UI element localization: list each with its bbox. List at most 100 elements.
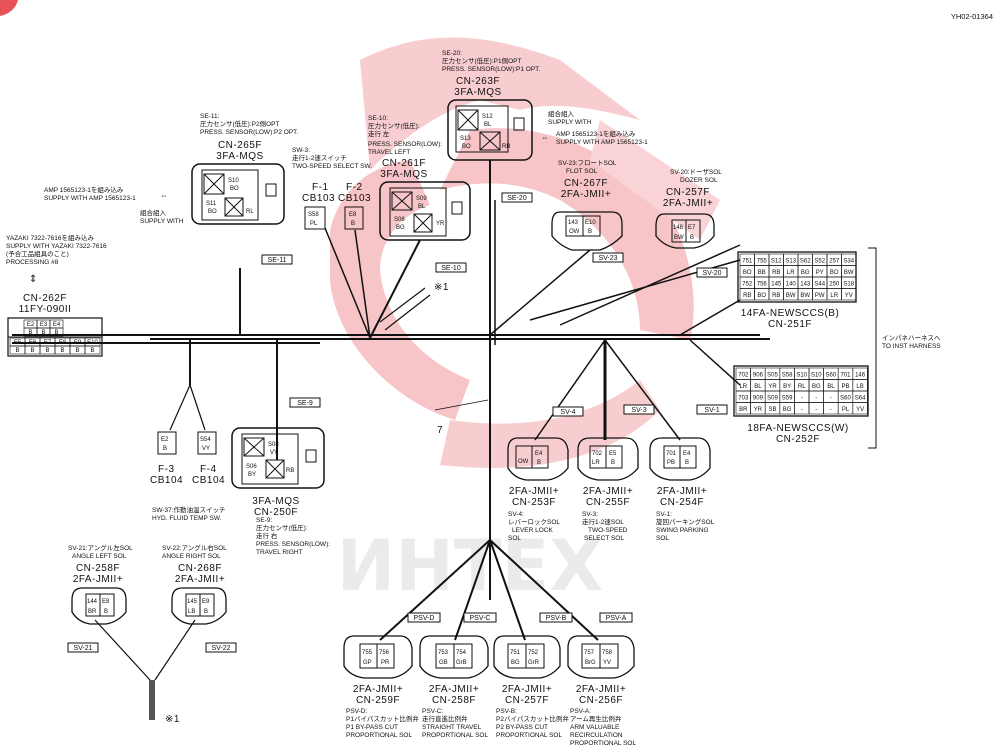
- pin-label: S13: [785, 259, 796, 265]
- svg-text:SWING PARKING: SWING PARKING: [656, 527, 709, 534]
- svg-text:PROPORTIONAL SOL: PROPORTIONAL SOL: [496, 732, 562, 739]
- watermark-text: ИНТЕХ: [337, 525, 604, 607]
- pin-label: E4: [53, 322, 61, 328]
- pin-label: SB: [768, 407, 776, 413]
- pin-label: 145: [771, 282, 782, 288]
- svg-text:YV: YV: [603, 660, 611, 666]
- pin-label: PB: [841, 384, 849, 390]
- svg-text:E5: E5: [609, 451, 617, 457]
- svg-text:組合組入: 組合組入: [140, 208, 167, 217]
- connector-cn258f: 144 E8 BR B: [71, 587, 127, 625]
- pin-label: 250: [829, 282, 840, 288]
- svg-text:SV-23: SV-23: [598, 255, 617, 262]
- svg-text:2FA-JMII+: 2FA-JMII+: [175, 574, 225, 585]
- arrow-yazaki: ⇕: [29, 274, 38, 285]
- svg-text:SUPPLY WITH: SUPPLY WITH: [140, 218, 184, 225]
- svg-text:757: 757: [584, 650, 595, 656]
- connector-cn257f-top: 148 E7 BW B: [655, 213, 715, 249]
- svg-text:SE-9: SE-9: [297, 400, 313, 407]
- pin-label: PL: [842, 407, 850, 413]
- svg-text:SE-10:: SE-10:: [368, 115, 388, 122]
- svg-text:TO INST HARNESS: TO INST HARNESS: [882, 343, 941, 350]
- pin-cell: [852, 402, 868, 415]
- svg-text:2FA-JMII+: 2FA-JMII+: [657, 486, 707, 497]
- svg-text:S11: S11: [206, 201, 217, 207]
- connector-cn265f: S10 BO S11 BO RL: [191, 163, 285, 225]
- pin-label: E9: [74, 340, 82, 346]
- svg-text:旋回パーキングSOL: 旋回パーキングSOL: [656, 517, 715, 526]
- pin-label: 909: [753, 396, 764, 402]
- svg-text:走行 右: 走行 右: [256, 531, 278, 540]
- svg-text:CB104: CB104: [150, 475, 183, 486]
- svg-text:PR: PR: [381, 660, 390, 666]
- svg-text:GrB: GrB: [456, 660, 467, 666]
- svg-text:SOL: SOL: [656, 535, 669, 542]
- tag-psva: PSV-A: [599, 612, 633, 623]
- intech-watermark: ИНТЕХ: [330, 37, 720, 607]
- pin-label: S59: [782, 396, 793, 402]
- label-se10: SE-10: 圧力センサ(低圧): 走行 左 PRESS. SENSOR(LOW…: [368, 115, 442, 156]
- svg-text:11FY-090II: 11FY-090II: [19, 304, 72, 315]
- label-psvb: PSV-B: P2バイパスカット比例弁 P2 BY-PASS CUT PROPO…: [496, 708, 569, 739]
- pin-label: 752: [742, 282, 753, 288]
- svg-text:E10: E10: [585, 220, 596, 226]
- svg-text:756: 756: [379, 650, 390, 656]
- pin-label: BL: [754, 384, 762, 390]
- pin-label: B: [41, 330, 45, 336]
- svg-text:3FA-MQS: 3FA-MQS: [380, 169, 427, 180]
- svg-text:圧力センサ(低圧):P2側OPT: 圧力センサ(低圧):P2側OPT: [200, 119, 279, 128]
- svg-text:E8: E8: [349, 212, 357, 218]
- svg-text:SV-22: SV-22: [211, 645, 230, 652]
- svg-text:走行1-2速SOL: 走行1-2速SOL: [582, 517, 624, 526]
- pin-label: -: [801, 407, 803, 413]
- svg-text:圧力センサ(低圧):: 圧力センサ(低圧):: [368, 121, 420, 130]
- pin-label: S12: [771, 259, 782, 265]
- svg-text:(予合工品組具のこと): (予合工品組具のこと): [6, 249, 69, 258]
- svg-text:インパネハーネスへ: インパネハーネスへ: [882, 334, 941, 342]
- pin-label: 257: [829, 259, 840, 265]
- svg-text:E7: E7: [688, 225, 696, 231]
- pin-label: B: [90, 348, 94, 354]
- tag-sv1: SV-1: [696, 404, 728, 415]
- pin-label: BB: [758, 270, 766, 276]
- pin-cell: [84, 345, 101, 355]
- label-sv23: SV-23:フロートSOL FLOT SOL: [558, 159, 617, 175]
- svg-text:E8: E8: [102, 599, 110, 605]
- label-cn252f: 18FA-NEWSCCS(W) CN-252F: [747, 423, 848, 445]
- svg-text:HYD. FLUID TEMP SW.: HYD. FLUID TEMP SW.: [152, 515, 222, 522]
- pin-label: 703: [738, 396, 749, 402]
- svg-text:B: B: [204, 609, 208, 615]
- svg-text:S06: S06: [246, 464, 257, 470]
- svg-text:2FA-JMII+: 2FA-JMII+: [576, 684, 626, 695]
- label-f4: F-4 CB104: [192, 464, 225, 486]
- pin-label: LR: [739, 384, 747, 390]
- svg-text:PSV-D: PSV-D: [413, 615, 434, 622]
- svg-text:P2バイパスカット比例弁: P2バイパスカット比例弁: [496, 714, 569, 723]
- svg-text:E2: E2: [161, 437, 169, 443]
- label-sw37: SW-37:作動油温スイッチ HYD. FLUID TEMP SW.: [152, 505, 226, 522]
- svg-text:YAZAKI 7322-7616を組み込み: YAZAKI 7322-7616を組み込み: [6, 233, 95, 242]
- svg-text:組合組入: 組合組入: [548, 109, 575, 118]
- label-cn261f: CN-261F 3FA-MQS: [380, 158, 427, 180]
- svg-text:CB103: CB103: [338, 193, 371, 204]
- label-cn251f: 14FA-NEWSCCS(B) CN-251F: [741, 308, 839, 330]
- tag-sv21: SV-21: [67, 642, 99, 653]
- svg-text:758: 758: [602, 650, 613, 656]
- pin-label: BW: [844, 270, 854, 276]
- svg-text:TWO-SPEED: TWO-SPEED: [588, 527, 628, 534]
- svg-text:S09: S09: [416, 196, 427, 202]
- svg-text:701: 701: [666, 451, 677, 457]
- svg-text:S12: S12: [482, 114, 493, 120]
- label-cn257f-bottom: 2FA-JMII+ CN-257F: [502, 684, 552, 706]
- svg-text:GB: GB: [439, 660, 448, 666]
- pin-label: YR: [768, 384, 777, 390]
- pin-label: E10: [87, 340, 98, 346]
- svg-text:VY: VY: [270, 450, 278, 456]
- pin-label: RL: [798, 384, 806, 390]
- svg-text:E4: E4: [683, 451, 691, 457]
- svg-text:2FA-JMII+: 2FA-JMII+: [73, 574, 123, 585]
- svg-text:BG: BG: [396, 225, 405, 231]
- svg-text:S13: S13: [460, 136, 471, 142]
- svg-text:CN-259F: CN-259F: [356, 695, 400, 706]
